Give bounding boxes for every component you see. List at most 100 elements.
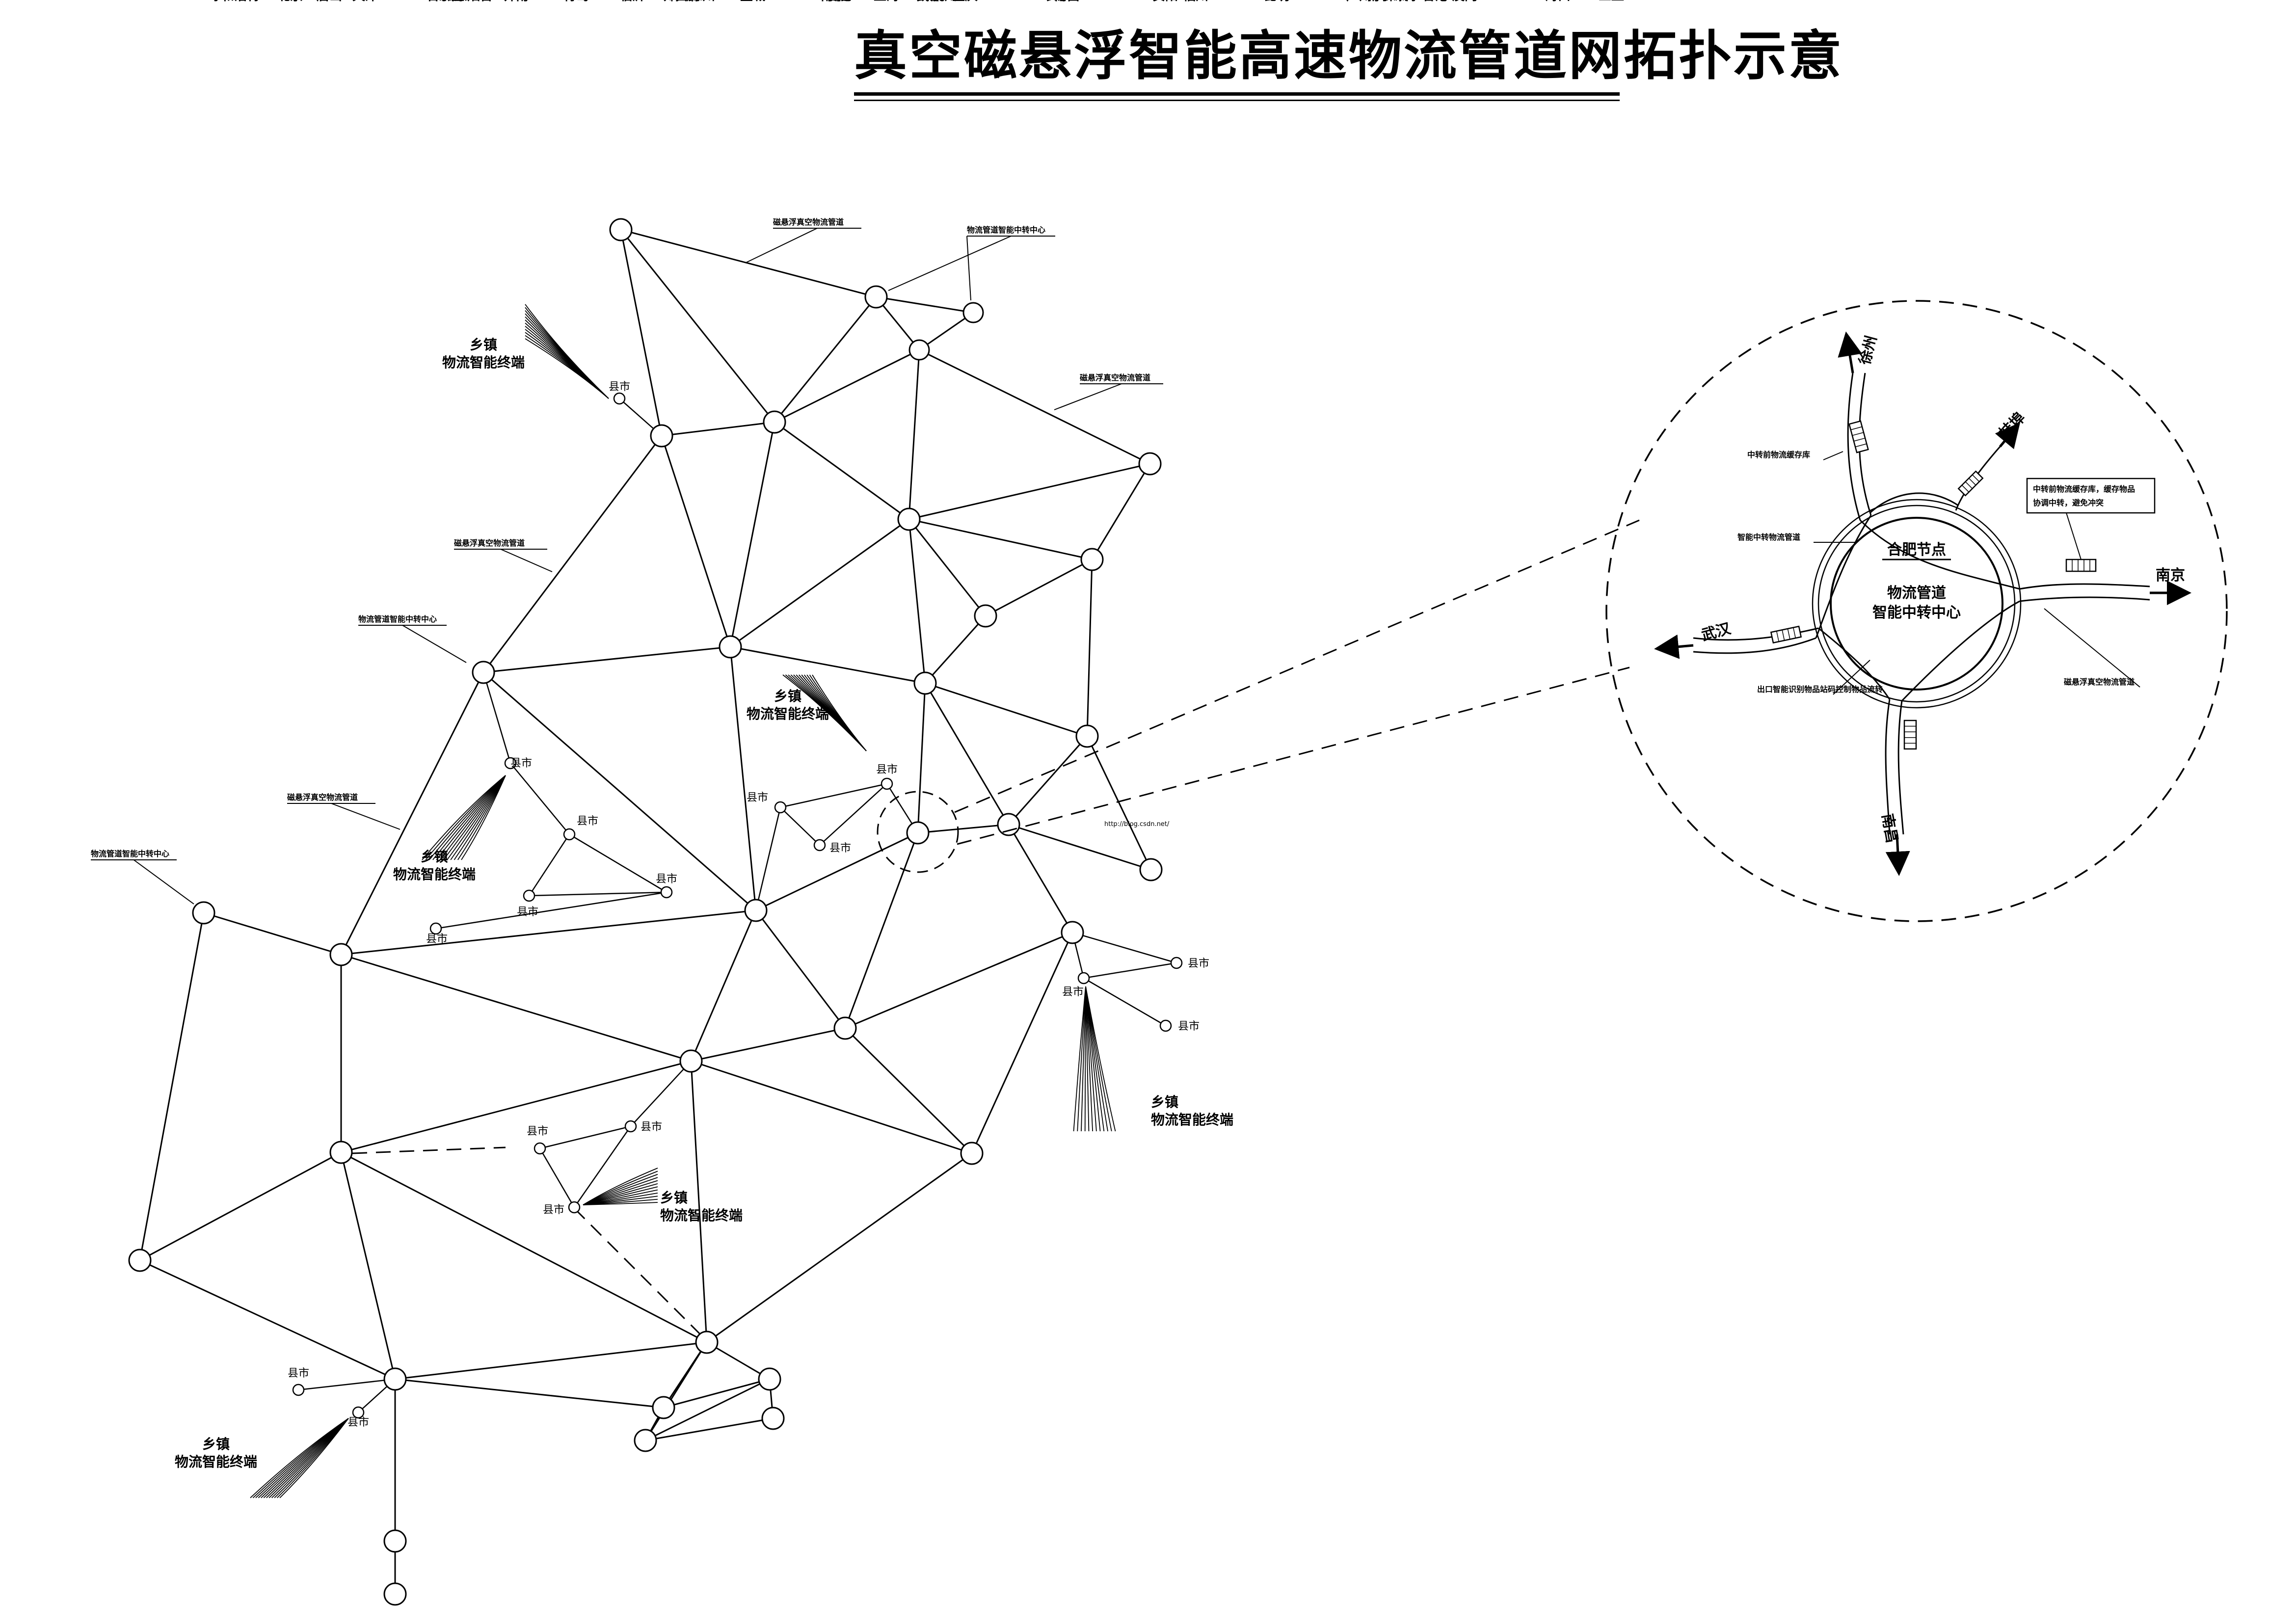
terminal-fan — [250, 1418, 349, 1498]
callout-exit_control: 出口智能识别物品站码控制物品流转 — [1757, 685, 1883, 694]
county-link — [1083, 977, 1166, 1027]
pipe-guangzhou-aomen — [644, 1342, 708, 1441]
pipe-xuzhou-nanjing — [924, 683, 1010, 825]
pipe-huhehaote-taiyuan — [620, 229, 663, 436]
callout-maglev: 磁悬浮真空物流管道 — [2064, 677, 2135, 687]
county-label: 县市 — [288, 1367, 309, 1380]
city-node-taiyuan — [650, 424, 673, 448]
county-label: 县市 — [510, 757, 532, 770]
annotation-transfer_center: 物流管道智能中转中心 — [91, 849, 169, 858]
pipe-aomen-shenzhen — [645, 1378, 770, 1441]
city-node-beijing — [864, 285, 888, 309]
node-title: 合肥节点 — [1887, 541, 1946, 559]
direction-label-east: 南京 — [2156, 567, 2185, 584]
county-link — [539, 1125, 631, 1149]
terminal-label-line1: 乡镇 — [202, 1436, 230, 1452]
county-label: 县市 — [1062, 986, 1084, 998]
terminal-label-line1: 乡镇 — [1151, 1094, 1178, 1110]
pipe-hefei-wuhan — [755, 832, 918, 911]
direction-label-northeast: 蚌埠 — [1996, 409, 2029, 442]
city-label-linyi: 临沂 — [619, 0, 645, 3]
detail-pipes — [1693, 373, 2150, 835]
city-nodes — [128, 218, 1163, 1606]
terminal-fan — [1073, 986, 1116, 1132]
terminal-fan — [782, 674, 867, 751]
pipe-tangshan-tianjin — [919, 312, 974, 351]
hefei-zoom-link: http://blog.csdn.net/ — [877, 519, 1640, 873]
pipe-nanjing-shanghai — [1008, 824, 1151, 871]
buffer-note-line1: 中转前物流缓存库，缓存物品 — [2033, 484, 2135, 494]
city-node-hefei — [906, 821, 930, 845]
annotation-leader — [1054, 383, 1163, 410]
county-node — [624, 1120, 637, 1133]
pipe-qingdao-linyi — [985, 559, 1093, 617]
pipe-guiyang-kunming — [139, 1151, 342, 1261]
county-link — [630, 1061, 692, 1127]
city-node-shenzhen — [758, 1367, 781, 1391]
annotation-transfer_center: 物流管道智能中转中心 — [358, 614, 437, 624]
county-link — [435, 891, 667, 930]
city-node-guangzhou — [695, 1331, 719, 1354]
county-label: 县市 — [1188, 958, 1209, 970]
county-link — [755, 807, 781, 911]
pipe-beijing-shijiazhuang — [774, 296, 877, 423]
city-node-chengdu — [192, 901, 215, 925]
callout-buffer_store: 中转前物流缓存库 — [1747, 450, 1810, 459]
city-node-tianjin — [908, 339, 930, 361]
pipe-nanning-zhuhai — [395, 1378, 664, 1409]
pipe-kunming-nanning — [139, 1259, 396, 1380]
county-node — [429, 922, 442, 935]
pipe-chengdu-kunming — [139, 912, 205, 1261]
buffer-store-box — [1903, 719, 1917, 750]
city-node-tangshan — [962, 302, 984, 323]
pipe-zhuhai-shenzhen — [663, 1378, 770, 1409]
pipeline-edges — [139, 229, 1152, 1594]
city-node-linyi — [974, 604, 997, 628]
county-label: 县市 — [641, 1121, 662, 1133]
pipe-guiyang-nanning — [340, 1152, 396, 1380]
pipe-fuzhou-guangzhou — [706, 1152, 972, 1343]
county-link — [510, 763, 570, 835]
terminal-label-line1: 乡镇 — [470, 337, 497, 353]
pipe-aomen-xianggang — [645, 1417, 774, 1441]
county-link — [569, 833, 667, 893]
city-node-yancheng — [1075, 724, 1099, 748]
terminal-label-line2: 物流智能终端 — [442, 354, 525, 371]
callout-smart_pipe: 智能中转物流管道 — [1737, 532, 1800, 542]
city-label-hefei: 合肥 — [826, 0, 852, 3]
pipe-hangzhou-fuzhou — [971, 932, 1073, 1154]
city-label-huhehaote: 呼和浩特 — [209, 0, 260, 3]
city-node-xuzhou — [913, 671, 937, 695]
pipe-yancheng-shanghai — [1086, 736, 1152, 870]
pipe-linyi-xuzhou — [924, 615, 987, 684]
terminal-label-line2: 物流智能终端 — [175, 1454, 257, 1470]
city-node-xianggang — [761, 1407, 785, 1430]
title-underline — [854, 92, 1620, 96]
terminal-fan — [525, 304, 609, 399]
zoom-line-upper — [954, 519, 1640, 813]
city-label-haikou: 海口 — [1545, 0, 1571, 3]
county-node — [813, 839, 826, 852]
center-label-line1: 物流管道 — [1887, 585, 1946, 602]
terminal-label-line2: 物流智能终端 — [393, 866, 476, 882]
annotations: 磁悬浮真空物流管道物流管道智能中转中心磁悬浮真空物流管道磁悬浮真空物流管道物流管… — [91, 217, 1163, 905]
city-label-shenzhen: 深圳 — [1383, 0, 1409, 3]
city-node-shanghai — [1139, 858, 1163, 881]
pipe-jinan-qingdao — [908, 518, 1093, 560]
city-node-jinan — [897, 507, 921, 531]
city-label-hangzhou: 杭州 — [932, 0, 957, 3]
pipe-changsha-guiyang — [341, 1060, 692, 1153]
pipe-changsha-guangzhou — [690, 1061, 708, 1343]
pipe-tianjin-jinan — [908, 349, 920, 520]
center-label-line2: 智能中转中心 — [1872, 604, 1961, 621]
pipe-chengdu-chongqing — [203, 912, 342, 956]
city-label-sanya: 三亚 — [1599, 0, 1624, 3]
county-link — [573, 1126, 632, 1208]
annotation-maglev_pipe: 磁悬浮真空物流管道 — [454, 538, 525, 548]
pipe-nanchang-hangzhou — [845, 932, 1073, 1029]
city-node-chongqing — [329, 943, 353, 966]
county-link — [780, 783, 887, 808]
pipe-zhengzhou-xian — [483, 646, 731, 673]
city-label-zhengzhou: 郑州 — [664, 0, 689, 3]
